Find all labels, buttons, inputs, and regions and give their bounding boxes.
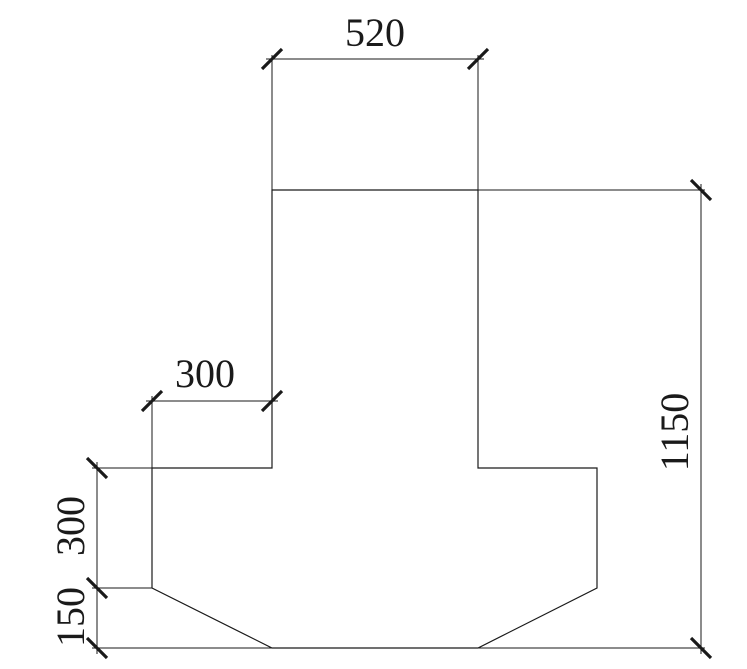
dimension-tick <box>85 456 109 480</box>
dimension-label-haunch-height: 150 <box>48 587 93 647</box>
dimension-tick <box>260 389 284 413</box>
dimension-tick <box>85 636 109 660</box>
dimension-tick <box>689 636 713 660</box>
dimension-top-width: 520 <box>260 10 490 71</box>
dimension-tick <box>140 389 164 413</box>
dimension-label-left-step-width: 300 <box>175 351 235 396</box>
dimension-tick <box>85 576 109 600</box>
dimension-label-top-width: 520 <box>345 10 405 55</box>
dimension-left-heights: 300 150 <box>48 456 109 660</box>
dimension-total-height: 1150 <box>652 178 713 660</box>
dimension-label-flange-height: 300 <box>48 496 93 556</box>
dimension-left-step-width: 300 <box>140 351 284 413</box>
section-outline <box>151 189 598 649</box>
dimension-label-total-height: 1150 <box>652 393 697 472</box>
dimension-tick <box>466 47 490 71</box>
dimension-tick <box>260 47 284 71</box>
dimension-tick <box>689 178 713 202</box>
